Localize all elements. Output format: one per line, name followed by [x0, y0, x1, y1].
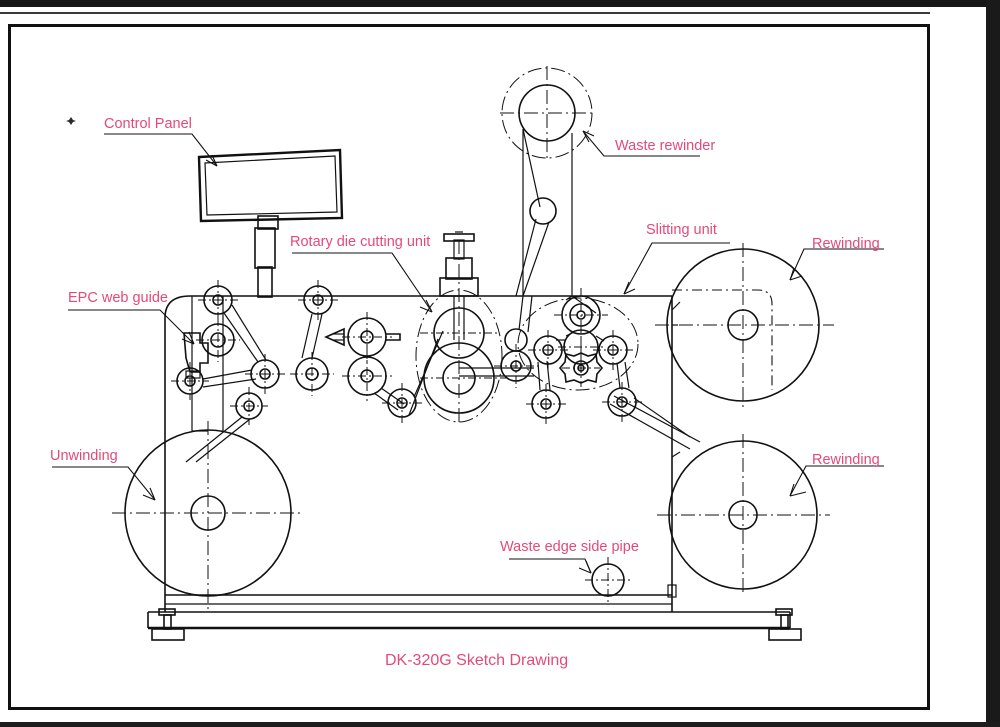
- roller-cluster-left: [171, 280, 285, 463]
- callout-label-epc-web-guide: EPC web guide: [68, 290, 168, 306]
- rewinding-roll-bottom: [657, 434, 830, 596]
- scan-speck-artifact: [66, 117, 76, 125]
- epc-web-guide-assembly: [183, 318, 240, 379]
- callout-label-waste-rewinder: Waste rewinder: [615, 138, 715, 154]
- web-material-path: [191, 296, 701, 450]
- machine-foot-right: [768, 608, 802, 641]
- slitting-gear-icon: [558, 349, 604, 387]
- scan-edge-right: [986, 0, 1000, 727]
- drawing-title: DK-320G Sketch Drawing: [385, 652, 568, 669]
- scan-edge-top: [0, 0, 1000, 7]
- frame-bracket-right: [667, 584, 677, 598]
- transfer-rollers: [494, 328, 538, 388]
- rotary-die-cutting-unit-assembly: [415, 231, 534, 424]
- tension-arm-cone-unit: [324, 312, 405, 411]
- roller-cluster-mid-left: [290, 280, 338, 396]
- rewinding-roll-top: [655, 243, 834, 410]
- machine-frame-outline: [147, 295, 791, 630]
- scan-edge-top-secondary: [0, 12, 930, 14]
- callout-label-control-panel: Control Panel: [104, 116, 192, 132]
- unwinding-roll: [112, 421, 304, 609]
- control-panel-assembly: [197, 148, 344, 298]
- callout-label-rewinding-top: Rewinding: [812, 236, 880, 252]
- callout-leaders: [52, 130, 884, 574]
- slitting-unit-assembly: [517, 288, 642, 424]
- callout-label-slitting-unit: Slitting unit: [646, 222, 717, 238]
- scan-edge-bottom: [0, 722, 1000, 727]
- machine-foot-left: [151, 608, 185, 641]
- callout-label-waste-edge-side-pipe: Waste edge side pipe: [500, 539, 639, 555]
- waste-edge-side-pipe-roller: [585, 557, 632, 604]
- web-to-rewinders: [633, 301, 691, 458]
- callout-label-rewinding-bottom: Rewinding: [812, 452, 880, 468]
- waste-rewinder-assembly: [500, 66, 597, 333]
- callout-label-unwinding: Unwinding: [50, 448, 118, 464]
- callout-label-rotary-die-cutting-unit: Rotary die cutting unit: [290, 234, 430, 250]
